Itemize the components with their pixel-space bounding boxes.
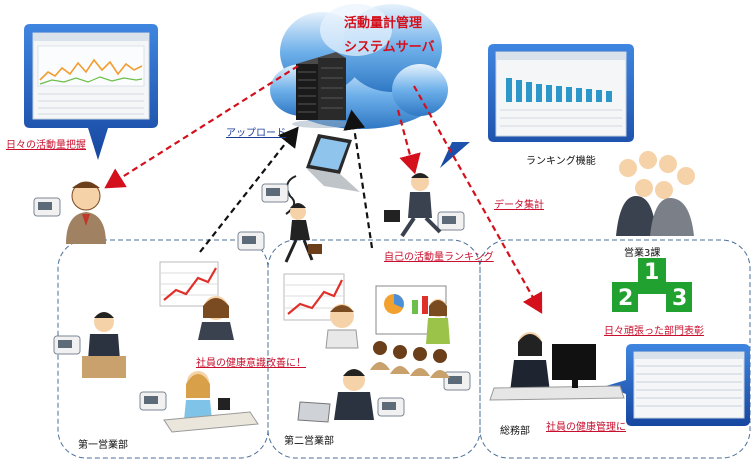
daily-activity-callout — [24, 24, 158, 160]
teacher-woman-icon — [426, 299, 450, 344]
team-group-icon — [616, 151, 695, 236]
label-ranking-function: ランキング機能 — [526, 156, 596, 167]
label-general-affairs: 総務部 — [500, 426, 530, 437]
arrow-dept2-upload — [343, 109, 374, 249]
arrow-dept1-upload — [199, 126, 299, 253]
laptop-worker-icon — [297, 369, 374, 423]
label-dept-commendation: 日々頑張った部門表彰 — [604, 326, 704, 337]
growth-chart-icon — [159, 261, 345, 321]
arrow-server-to-ranking — [396, 109, 421, 175]
phone-worker-icon — [82, 312, 126, 378]
health-management-callout — [606, 344, 750, 426]
podium-second: 2 — [618, 286, 634, 311]
label-upload: アップロード — [226, 128, 286, 139]
laptop-icon — [285, 134, 360, 215]
label-sales-team3: 営業3課 — [624, 248, 661, 259]
arrow-server-to-manager — [104, 65, 299, 189]
label-daily-activity: 日々の活動量把握 — [6, 140, 86, 151]
label-data-aggregation: データ集計 — [494, 200, 544, 211]
label-self-ranking: 自己の活動量ランキング — [384, 252, 494, 263]
label-health-management: 社員の健康管理に — [546, 422, 626, 433]
office-worker-icon — [489, 332, 625, 401]
podium-icon — [612, 258, 692, 312]
label-dept1: 第一営業部 — [78, 440, 128, 451]
happy-man-icon — [325, 304, 359, 349]
desktop-monitor-icon — [552, 344, 596, 388]
runner-man-icon — [384, 173, 442, 238]
runner-woman-icon — [284, 203, 322, 263]
audience-icon — [370, 341, 450, 378]
podium-third: 3 — [672, 286, 688, 311]
cloud-title-line2: システムサーバ — [344, 40, 435, 55]
presenter-woman-icon — [198, 296, 234, 340]
podium-first: 1 — [644, 260, 660, 285]
general-affairs-region — [479, 239, 751, 459]
arrow-server-to-general-affairs — [413, 85, 543, 314]
desk-woman-icon — [163, 371, 259, 433]
cloud-title-line1: 活動量計管理 — [344, 16, 423, 31]
label-health-awareness: 社員の健康意識改善に！ — [196, 358, 306, 369]
manager-person-icon — [66, 181, 106, 244]
ranking-callout — [440, 44, 634, 168]
activity-meter-icon — [33, 183, 471, 417]
label-dept2: 第二営業部 — [284, 436, 334, 447]
server-rack-icon — [292, 52, 352, 128]
